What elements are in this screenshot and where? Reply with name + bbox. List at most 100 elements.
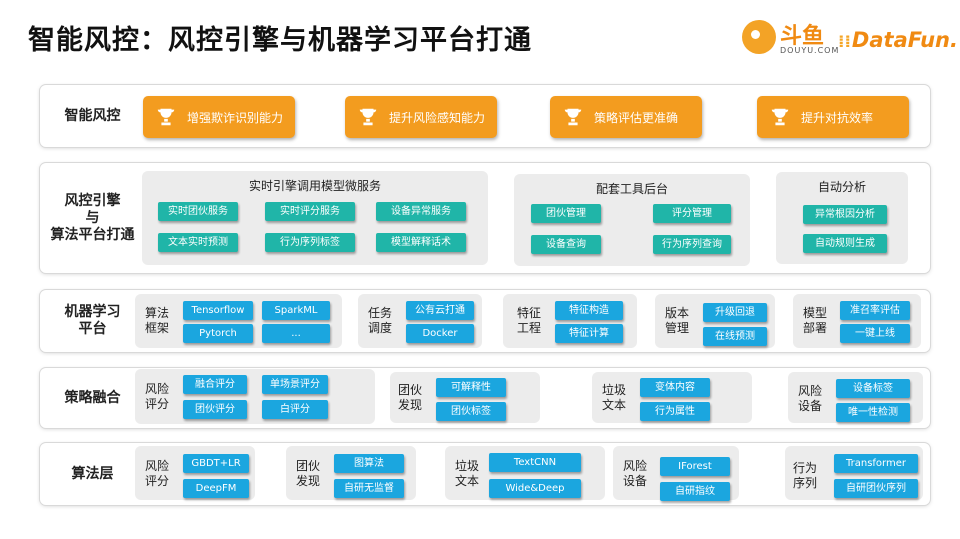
goal-button-3[interactable]: 策略评估更准确 bbox=[550, 96, 702, 138]
fish-icon bbox=[742, 20, 776, 54]
group-label: 风险评分 bbox=[143, 459, 171, 489]
group-label-line: 风险 bbox=[144, 459, 169, 473]
group-label-line: 特征 bbox=[516, 306, 541, 320]
tag[interactable]: 自动规则生成 bbox=[803, 234, 887, 253]
goal-label: 提升对抗效率 bbox=[801, 110, 874, 125]
group-label-line: 管理 bbox=[664, 321, 689, 335]
tag[interactable]: Pytorch bbox=[183, 324, 253, 343]
group-label-line: 风险 bbox=[622, 459, 647, 473]
tag[interactable]: 准召率评估 bbox=[840, 301, 910, 320]
tag[interactable]: 异常根因分析 bbox=[803, 205, 887, 224]
tag[interactable]: 升级回退 bbox=[703, 303, 767, 322]
group-label: 模型部署 bbox=[801, 306, 829, 336]
row-label-line: 与 bbox=[85, 209, 100, 226]
row-algorithm-layer: 算法层 风险评分 GBDT+LR DeepFM 团伙发现 图算法 自研无监督 垃… bbox=[40, 443, 930, 505]
group-label: 团伙发现 bbox=[294, 459, 322, 489]
tag[interactable]: GBDT+LR bbox=[183, 454, 249, 473]
group-algo-framework: 算法框架 Tensorflow SparkML Pytorch ... bbox=[135, 294, 342, 348]
tag[interactable]: 设备查询 bbox=[531, 235, 601, 254]
tag[interactable]: TextCNN bbox=[489, 453, 581, 472]
tag[interactable]: 唯一性检测 bbox=[836, 403, 910, 422]
row-strategy-fusion: 策略融合 风险评分 融合评分 单场景评分 团伙评分 白评分 团伙发现 可解释性 … bbox=[40, 368, 930, 428]
tag[interactable]: 自研指纹 bbox=[660, 482, 730, 501]
row-risk-engine: 风控引擎与算法平台打通 实时引擎调用模型微服务 实时团伙服务 实时评分服务 设备… bbox=[40, 163, 930, 273]
tag[interactable]: 团伙管理 bbox=[531, 204, 601, 223]
group-label-line: 版本 bbox=[664, 306, 689, 320]
group-label-line: 评分 bbox=[144, 474, 169, 488]
tag[interactable]: ... bbox=[262, 324, 330, 343]
tag[interactable]: 评分管理 bbox=[653, 204, 731, 223]
tag[interactable]: Tensorflow bbox=[183, 301, 253, 320]
tag[interactable]: 自研团伙序列 bbox=[834, 479, 918, 498]
tag[interactable]: 图算法 bbox=[334, 454, 404, 473]
group-label-line: 模型 bbox=[802, 306, 827, 320]
tag[interactable]: 一键上线 bbox=[840, 324, 910, 343]
tag[interactable]: 特征计算 bbox=[555, 324, 623, 343]
tag[interactable]: IForest bbox=[660, 457, 730, 476]
tag[interactable]: 模型解释话术 bbox=[376, 233, 466, 252]
group-label-line: 算法 bbox=[144, 306, 169, 320]
trophy-icon bbox=[157, 108, 175, 126]
group-spam-text: 垃圾文本 变体内容 行为属性 bbox=[592, 372, 752, 423]
group-label: 算法框架 bbox=[143, 306, 171, 336]
tag[interactable]: 团伙标签 bbox=[436, 402, 506, 421]
goal-button-2[interactable]: 提升风险感知能力 bbox=[345, 96, 497, 138]
goal-button-1[interactable]: 增强欺诈识别能力 bbox=[143, 96, 295, 138]
group-label-line: 评分 bbox=[144, 397, 169, 411]
tag[interactable]: 单场景评分 bbox=[262, 375, 328, 394]
group-label: 版本管理 bbox=[663, 306, 691, 336]
douyu-logo: 斗鱼 DOUYU.COM bbox=[742, 18, 838, 62]
datafun-logo-text: DataFun. bbox=[851, 28, 958, 52]
goal-label: 提升风险感知能力 bbox=[389, 110, 486, 125]
group-label-line: 调度 bbox=[367, 321, 392, 335]
tag[interactable]: 行为属性 bbox=[640, 402, 710, 421]
tag[interactable]: 变体内容 bbox=[640, 378, 710, 397]
tag[interactable]: 实时评分服务 bbox=[265, 202, 355, 221]
tag[interactable]: 白评分 bbox=[262, 400, 328, 419]
tag[interactable]: SparkML bbox=[262, 301, 330, 320]
group-label: 垃圾文本 bbox=[453, 459, 481, 489]
tag[interactable]: 文本实时预测 bbox=[158, 233, 238, 252]
row-label: 策略融合 bbox=[64, 389, 121, 406]
tag[interactable]: 行为序列查询 bbox=[653, 235, 731, 254]
group-label: 特征工程 bbox=[515, 306, 543, 336]
douyu-logo-domain: DOUYU.COM bbox=[780, 46, 840, 55]
tag[interactable]: 实时团伙服务 bbox=[158, 202, 238, 221]
row-smart-risk: 智能风控 增强欺诈识别能力 提升风险感知能力 策略评估更准确 提升对抗效率 bbox=[40, 85, 930, 147]
tag[interactable]: DeepFM bbox=[183, 479, 249, 498]
row-label: 机器学习平台 bbox=[40, 290, 145, 352]
trophy-icon bbox=[359, 108, 377, 126]
tag[interactable]: 融合评分 bbox=[183, 375, 247, 394]
tag[interactable]: 公有云打通 bbox=[406, 301, 474, 320]
tag[interactable]: 行为序列标签 bbox=[265, 233, 355, 252]
group-label-line: 发现 bbox=[295, 474, 320, 488]
group-label: 风险评分 bbox=[143, 382, 171, 412]
row-label-line: 机器学习 bbox=[64, 304, 121, 320]
group-realtime-engine: 实时引擎调用模型微服务 实时团伙服务 实时评分服务 设备异常服务 文本实时预测 … bbox=[142, 171, 488, 265]
tag[interactable]: Docker bbox=[406, 324, 474, 343]
group-label-line: 文本 bbox=[601, 398, 626, 412]
tag[interactable]: 在线预测 bbox=[703, 327, 767, 346]
tag[interactable]: 设备异常服务 bbox=[376, 202, 466, 221]
group-label-line: 团伙 bbox=[397, 383, 422, 397]
row-label: 智能风控 bbox=[64, 107, 121, 124]
tag[interactable]: 自研无监督 bbox=[334, 479, 404, 498]
group-label-line: 序列 bbox=[792, 476, 817, 490]
tag[interactable]: 团伙评分 bbox=[183, 400, 247, 419]
row-label-line: 平台 bbox=[78, 321, 107, 337]
group-label-line: 任务 bbox=[367, 306, 392, 320]
group-label: 风险设备 bbox=[621, 459, 649, 489]
trophy-icon bbox=[771, 108, 789, 126]
tag[interactable]: 设备标签 bbox=[836, 379, 910, 398]
tag[interactable]: 可解释性 bbox=[436, 378, 506, 397]
tag[interactable]: Transformer bbox=[834, 454, 918, 473]
page-title: 智能风控：风控引擎与机器学习平台打通 bbox=[28, 25, 532, 56]
group-label: 行为序列 bbox=[791, 461, 819, 491]
group-label: 风险设备 bbox=[796, 384, 824, 414]
tag[interactable]: Wide&Deep bbox=[489, 479, 581, 498]
dots-icon: ⁞⁞ bbox=[838, 32, 851, 52]
goal-button-4[interactable]: 提升对抗效率 bbox=[757, 96, 909, 138]
tag[interactable]: 特征构造 bbox=[555, 301, 623, 320]
group-feature-eng: 特征工程 特征构造 特征计算 bbox=[503, 294, 637, 348]
group-label-line: 文本 bbox=[454, 474, 479, 488]
